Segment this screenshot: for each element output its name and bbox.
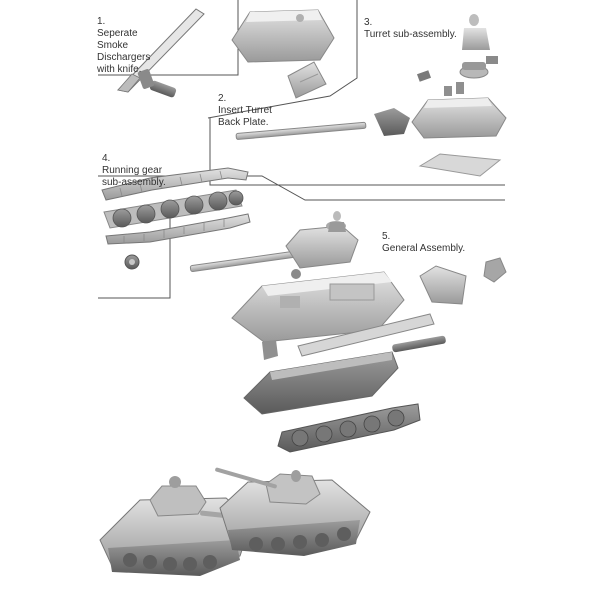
step-5-text: General Assembly. xyxy=(382,243,466,254)
turret-assembled-part xyxy=(189,211,359,279)
step-3-number: 3. xyxy=(364,17,373,28)
track-part xyxy=(277,403,421,453)
step-3-text: Turret sub-assembly. xyxy=(364,29,457,40)
assembled-tank-model xyxy=(99,476,268,576)
turret-shell-part xyxy=(231,9,335,63)
step-5-number: 5. xyxy=(382,231,391,242)
tank-hull-part xyxy=(231,271,405,360)
step-4-label: 4. Running gear sub-assembly. xyxy=(102,141,202,189)
step-1-number: 1. xyxy=(97,16,106,27)
step-2-number: 2. xyxy=(218,93,227,104)
step-4-text: Running gear sub-assembly. xyxy=(102,165,166,188)
side-skirt-parts xyxy=(297,257,507,357)
running-gear-sub-assembly xyxy=(101,167,251,270)
step-1-label: 1. Seperate Smoke Dischargers with knife… xyxy=(97,4,177,76)
step-2-label: 2. Insert Turret Back Plate. xyxy=(218,81,298,129)
knife-icon xyxy=(117,8,205,98)
step-1-text: Seperate Smoke Dischargers with knife. xyxy=(97,28,151,75)
assembled-tank-model-second xyxy=(215,467,371,556)
step-2-text: Insert Turret Back Plate. xyxy=(218,105,272,128)
step-4-number: 4. xyxy=(102,153,111,164)
step-5-label: 5. General Assembly. xyxy=(382,219,502,255)
step-3-label: 3. Turret sub-assembly. xyxy=(364,5,484,41)
turret-back-plate-part xyxy=(287,61,327,99)
lower-hull-part xyxy=(243,351,399,415)
turret-sub-assembly-parts xyxy=(235,14,507,177)
